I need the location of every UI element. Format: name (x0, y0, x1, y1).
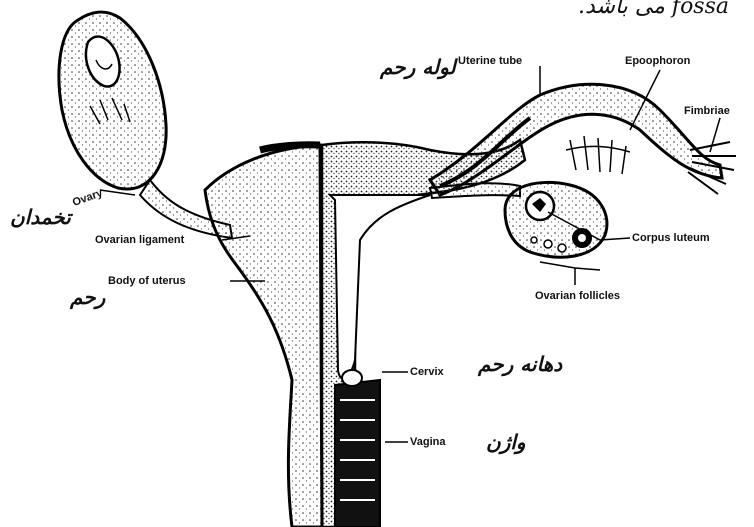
left-ovary (59, 12, 166, 189)
label-uterine-tube: Uterine tube (458, 55, 522, 67)
label-ovarian-follicles: Ovarian follicles (535, 290, 620, 302)
right-ovary (505, 182, 607, 257)
vagina-canal (335, 380, 380, 527)
uterine-tube (430, 84, 722, 195)
uterus-body (205, 145, 322, 527)
header-fragment: fossa می باشد. (578, 0, 729, 19)
label-ovarian-ligament: Ovarian ligament (95, 234, 184, 246)
persian-label-uterine-tube: لوله رحم (380, 55, 456, 79)
label-epoophoron: Epoophoron (625, 55, 690, 67)
label-fimbriae: Fimbriae (684, 105, 730, 117)
label-vagina: Vagina (410, 436, 445, 448)
persian-label-ovary: تخمدان (10, 205, 71, 229)
persian-label-vagina: واژن (486, 430, 526, 454)
label-body-of-uterus: Body of uterus (108, 275, 186, 287)
persian-label-cervix: دهانه رحم (478, 352, 562, 376)
label-cervix: Cervix (410, 366, 444, 378)
persian-label-uterus: رحم (70, 285, 105, 309)
label-corpus-luteum: Corpus luteum (632, 232, 710, 244)
epoophoron (566, 136, 630, 174)
